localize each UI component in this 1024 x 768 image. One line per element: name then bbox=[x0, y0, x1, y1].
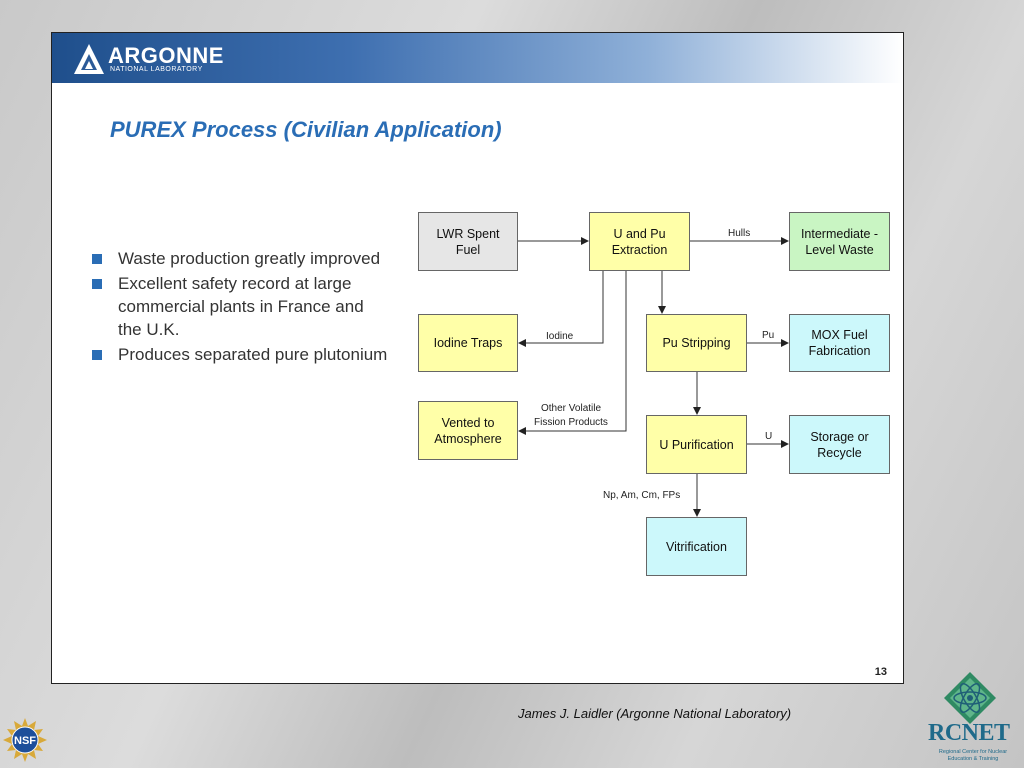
argonne-logo: ARGONNE NATIONAL LABORATORY bbox=[72, 39, 232, 79]
bullet-list: Waste production greatly improved Excell… bbox=[92, 247, 392, 368]
edge-label-hulls: Hulls bbox=[728, 228, 751, 239]
nsf-logo-text: NSF bbox=[14, 735, 36, 747]
edge-label-other-volatile: Other Volatile bbox=[541, 403, 602, 414]
edge-label-u: U bbox=[765, 431, 773, 442]
edge-label-iodine: Iodine bbox=[546, 331, 574, 342]
logo-wordmark: ARGONNE bbox=[108, 43, 224, 68]
bullet-item: Excellent safety record at large commerc… bbox=[92, 272, 392, 341]
node-u-pu-extraction: U and Pu Extraction bbox=[589, 212, 690, 271]
edge-extraction-to-vented bbox=[518, 271, 627, 435]
slide: ARGONNE NATIONAL LABORATORY PUREX Proces… bbox=[51, 32, 904, 684]
bullet-square-icon bbox=[92, 279, 102, 289]
node-vented-to-atmosphere: Vented to Atmosphere bbox=[418, 401, 518, 460]
node-storage-or-recycle: Storage or Recycle bbox=[789, 415, 890, 474]
nsf-logo: NSF bbox=[3, 718, 47, 762]
edge-label-fission-products: Fission Products bbox=[534, 417, 608, 428]
node-mox-fuel-fabrication: MOX Fuel Fabrication bbox=[789, 314, 890, 372]
argonne-a-icon bbox=[74, 44, 104, 74]
edge-label-pu: Pu bbox=[762, 330, 775, 341]
logo-subtitle: NATIONAL LABORATORY bbox=[110, 66, 203, 73]
nsf-seal-icon: NSF bbox=[3, 718, 47, 762]
rcnet-logo: RCNET Regional Center for Nuclear Educat… bbox=[924, 670, 1020, 766]
slide-title: PUREX Process (Civilian Application) bbox=[110, 117, 502, 142]
flow-connectors bbox=[518, 237, 789, 517]
bullet-item: Waste production greatly improved bbox=[92, 247, 392, 270]
author-credit: James J. Laidler (Argonne National Labor… bbox=[518, 706, 792, 721]
header-banner: ARGONNE NATIONAL LABORATORY bbox=[52, 33, 903, 83]
edge-label-np-am-cm-fps: Np, Am, Cm, FPs bbox=[603, 490, 681, 501]
rcnet-wordmark: RCNET bbox=[928, 720, 1010, 746]
page-number: 13 bbox=[874, 666, 887, 678]
node-u-purification: U Purification bbox=[646, 415, 747, 474]
rcnet-subtitle: Regional Center for Nuclear Education & … bbox=[938, 749, 1008, 762]
node-pu-stripping: Pu Stripping bbox=[646, 314, 747, 372]
bullet-item: Produces separated pure plutonium bbox=[92, 343, 392, 366]
node-intermediate-level-waste: Intermediate - Level Waste bbox=[789, 212, 890, 271]
rcnet-atom-icon bbox=[944, 672, 996, 724]
bullet-square-icon bbox=[92, 350, 102, 360]
node-vitrification: Vitrification bbox=[646, 517, 747, 576]
node-lwr-spent-fuel: LWR Spent Fuel bbox=[418, 212, 518, 271]
bullet-square-icon bbox=[92, 254, 102, 264]
node-iodine-traps: Iodine Traps bbox=[418, 314, 518, 372]
edge-extraction-to-iodine bbox=[518, 271, 604, 347]
